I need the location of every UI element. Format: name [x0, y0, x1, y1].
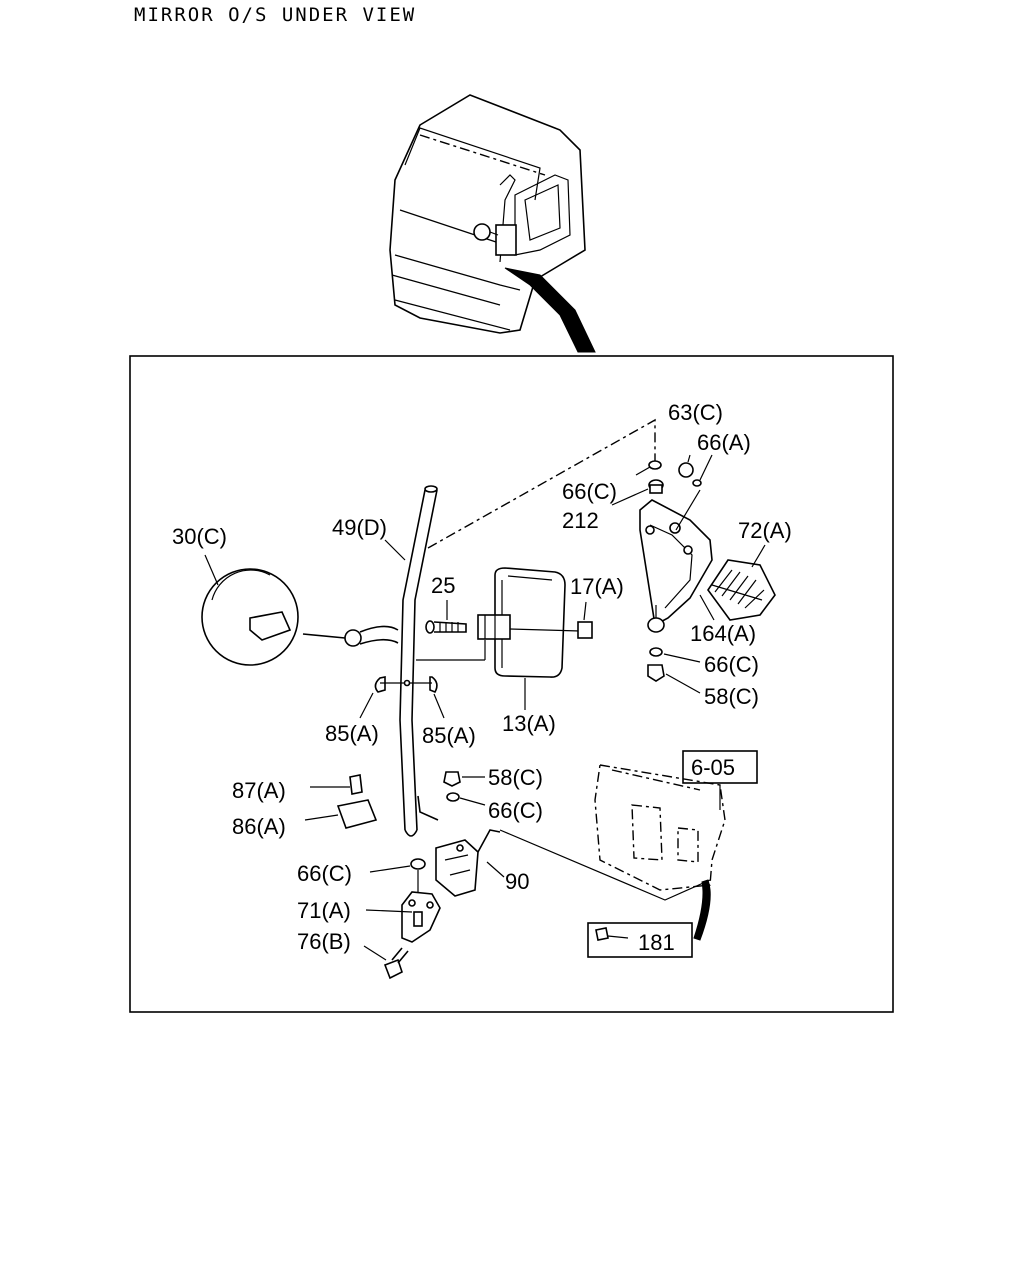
- callout-66c-low: 66(C): [297, 861, 352, 886]
- callout-66a: 66(A): [697, 430, 751, 455]
- rectangular-mirror: [477, 567, 581, 710]
- callout-87a: 87(A): [232, 778, 286, 803]
- bracket-164: [639, 489, 715, 633]
- round-mirror: [201, 554, 399, 666]
- callout-164a: 164(A): [690, 621, 756, 646]
- callout-labels: 63(C) 66(A) 66(C) 212 72(A) 30(C) 49(D) …: [172, 400, 792, 955]
- callout-212: 212: [562, 508, 599, 533]
- callout-85a-right: 85(A): [422, 723, 476, 748]
- ref-box-6-05: [682, 750, 758, 784]
- nut-17: [577, 601, 593, 639]
- callout-76b: 76(B): [297, 929, 351, 954]
- callout-49d: 49(D): [332, 515, 387, 540]
- bracket-hardware: [611, 454, 713, 694]
- callout-13a: 13(A): [502, 711, 556, 736]
- ref-box-181: [587, 922, 693, 958]
- callout-66c-mid: 66(C): [488, 798, 543, 823]
- ref-label-6-05: 6-05: [691, 755, 735, 780]
- mirror-stay-rod: [380, 485, 486, 837]
- lower-hardware: [304, 771, 505, 980]
- detail-frame: [129, 355, 894, 1013]
- callout-58c-right: 58(C): [704, 684, 759, 709]
- caps-85: [359, 676, 445, 719]
- callout-71a: 71(A): [297, 898, 351, 923]
- callout-66c-top: 66(C): [562, 479, 617, 504]
- callout-85a-left: 85(A): [325, 721, 379, 746]
- callout-25: 25: [431, 573, 455, 598]
- page-title: MIRROR O/S UNDER VIEW: [134, 4, 417, 26]
- callout-86a: 86(A): [232, 814, 286, 839]
- callout-72a: 72(A): [738, 518, 792, 543]
- callout-181: 181: [638, 930, 675, 955]
- cover-72: [707, 544, 776, 621]
- callout-17a: 17(A): [570, 574, 624, 599]
- callout-66c-right: 66(C): [704, 652, 759, 677]
- callout-63c: 63(C): [668, 400, 723, 425]
- assembly-leader: [427, 418, 656, 549]
- callout-30c: 30(C): [172, 524, 227, 549]
- callout-90: 90: [505, 869, 529, 894]
- callout-58c-mid: 58(C): [488, 765, 543, 790]
- door-panel-6-05: [499, 750, 758, 958]
- truck-cab-overview: [389, 94, 596, 353]
- bolt-25: [425, 600, 467, 634]
